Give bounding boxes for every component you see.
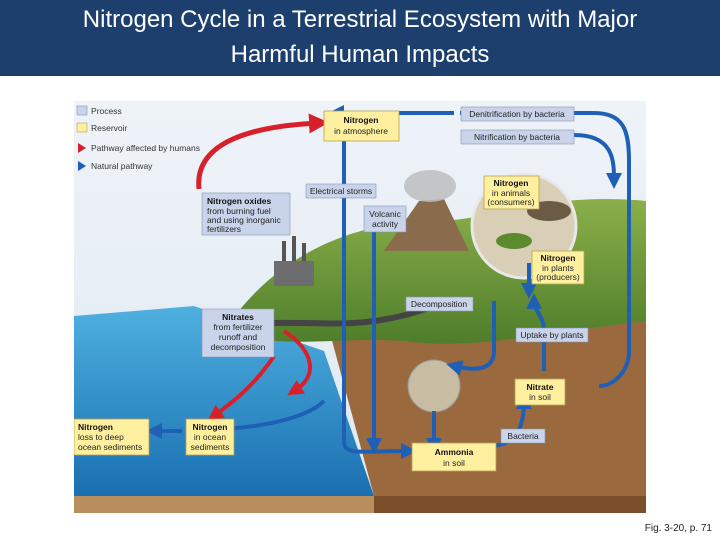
plant-icon [496, 233, 532, 249]
reservoir-deep-ocean-sediments: Nitrogen loss to deep ocean sediments [74, 418, 150, 456]
svg-text:from burning fuel: from burning fuel [207, 206, 271, 216]
human-arrow-to-ocean [207, 354, 276, 421]
svg-text:Nitrate: Nitrate [527, 382, 554, 392]
process-decomposition: Decomposition [405, 296, 474, 312]
reservoir-ocean-sediments: Nitrogen in ocean sediments [185, 418, 235, 456]
svg-text:in ocean: in ocean [194, 432, 226, 442]
human-arrow-nitrates-runoff [282, 329, 312, 396]
svg-text:loss to deep: loss to deep [78, 432, 124, 442]
svg-text:in plants: in plants [542, 263, 574, 273]
blue-triangle-icon [78, 161, 86, 171]
slide-title-line-1: Nitrogen Cycle in a Terrestrial Ecosyste… [82, 6, 638, 33]
svg-text:ocean sediments: ocean sediments [78, 442, 142, 452]
svg-text:decomposition: decomposition [211, 342, 266, 352]
bacteria-circle [407, 359, 461, 413]
factory [274, 261, 314, 286]
slide-title-line-2: Harmful Human Impacts [230, 41, 490, 68]
svg-text:Denitrification by bacteria: Denitrification by bacteria [469, 109, 565, 119]
svg-text:and using inorganic: and using inorganic [207, 215, 281, 225]
reservoir-ammonia-soil: Ammonia in soil [411, 442, 497, 472]
human-nitrates: Nitrates from fertilizer runoff and deco… [201, 308, 275, 358]
svg-text:activity: activity [372, 219, 399, 229]
svg-text:in atmosphere: in atmosphere [334, 126, 388, 136]
svg-text:Nitrates: Nitrates [222, 312, 254, 322]
legend-process-swatch [76, 105, 88, 116]
process-electrical-storms: Electrical storms [305, 183, 377, 199]
human-nitrogen-oxides: Nitrogen oxides from burning fuel and us… [201, 192, 291, 236]
process-volcanic-activity: Volcanic activity [363, 205, 407, 233]
svg-text:from fertilizer: from fertilizer [213, 322, 262, 332]
reservoir-animals: Nitrogen in animals (consumers) [483, 175, 540, 210]
process-denitrification: Denitrification by bacteria [460, 106, 575, 122]
svg-text:Nitrogen: Nitrogen [541, 253, 576, 263]
svg-text:in soil: in soil [529, 392, 551, 402]
red-triangle-icon [78, 143, 86, 153]
legend-reservoir: Reservoir [91, 123, 128, 133]
nitrogen-cycle-diagram: Process Reservoir Pathway affected by hu… [74, 101, 646, 513]
human-arrow-nox-to-atmosphere [196, 113, 329, 190]
legend-process: Process [91, 106, 122, 116]
figure-caption: Fig. 3-20, p. 71 [644, 523, 712, 534]
process-uptake-by-plants: Uptake by plants [515, 327, 589, 343]
svg-text:Electrical storms: Electrical storms [310, 186, 372, 196]
svg-text:Volcanic: Volcanic [369, 209, 401, 219]
legend: Process Reservoir Pathway affected by hu… [76, 105, 200, 171]
svg-text:Nitrogen: Nitrogen [193, 422, 228, 432]
svg-text:Nitrification by bacteria: Nitrification by bacteria [474, 132, 560, 142]
svg-text:(producers): (producers) [536, 272, 580, 282]
legend-reservoir-swatch [76, 122, 88, 133]
natural-arrow-decomposition [446, 301, 496, 376]
svg-text:Nitrogen: Nitrogen [344, 115, 379, 125]
volcano [384, 199, 469, 251]
reservoir-plants: Nitrogen in plants (producers) [531, 250, 585, 285]
reservoir-nitrate-soil: Nitrate in soil [514, 378, 566, 406]
reservoir-atmosphere: Nitrogen in atmosphere [323, 110, 400, 142]
svg-text:fertilizers: fertilizers [207, 224, 241, 234]
svg-text:Nitrogen oxides: Nitrogen oxides [207, 196, 272, 206]
title-bar: Nitrogen Cycle in a Terrestrial Ecosyste… [0, 0, 720, 76]
svg-text:Decomposition: Decomposition [411, 299, 467, 309]
volcano-smoke [404, 170, 456, 202]
svg-text:Nitrogen: Nitrogen [494, 178, 529, 188]
svg-text:in soil: in soil [443, 458, 465, 468]
process-nitrification: Nitrification by bacteria [460, 129, 575, 145]
legend-human-pathway: Pathway affected by humans [91, 143, 200, 153]
svg-text:Uptake by plants: Uptake by plants [520, 330, 583, 340]
svg-text:(consumers): (consumers) [487, 197, 534, 207]
svg-text:runoff and: runoff and [219, 332, 257, 342]
natural-arrow-nitrification [573, 133, 622, 189]
svg-text:sediments: sediments [191, 442, 230, 452]
svg-text:Ammonia: Ammonia [435, 447, 474, 457]
natural-arrow-storms-to-ammonia [342, 141, 417, 460]
svg-text:in animals: in animals [492, 188, 530, 198]
ocean-floor [74, 496, 374, 513]
svg-text:Nitrogen: Nitrogen [78, 422, 113, 432]
svg-text:Bacteria: Bacteria [507, 431, 538, 441]
legend-natural-pathway: Natural pathway [91, 161, 153, 171]
process-bacteria: Bacteria [500, 428, 546, 444]
